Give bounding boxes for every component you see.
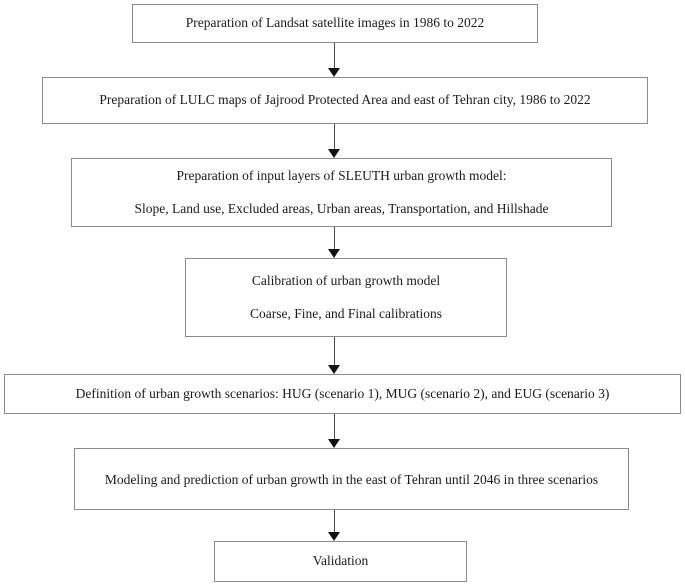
flow-node-landsat-preparation[interactable]: Preparation of Landsat satellite images … — [132, 4, 538, 43]
flow-arrow-5 — [328, 414, 341, 448]
arrow-head-icon — [328, 532, 340, 541]
flow-arrow-2 — [328, 124, 341, 158]
flow-node-text-line-2: Slope, Land use, Excluded areas, Urban a… — [134, 200, 549, 216]
flow-node-validation[interactable]: Validation — [214, 541, 467, 582]
flow-node-text: Validation — [312, 553, 369, 569]
flow-node-model-calibration[interactable]: Calibration of urban growth model Coarse… — [185, 258, 507, 337]
flow-node-text-line-1: Preparation of input layers of SLEUTH ur… — [176, 167, 507, 183]
flow-node-text: Preparation of LULC maps of Jajrood Prot… — [99, 92, 591, 108]
flow-node-text: Preparation of Landsat satellite images … — [185, 15, 485, 31]
arrow-head-icon — [328, 68, 340, 77]
flow-node-text: Definition of urban growth scenarios: HU… — [75, 385, 610, 401]
flow-node-modeling-and-prediction[interactable]: Modeling and prediction of urban growth … — [74, 448, 629, 510]
flow-arrow-4 — [328, 337, 341, 374]
arrow-stem — [334, 43, 335, 68]
arrow-head-icon — [328, 249, 340, 258]
flow-node-text-line-2: Coarse, Fine, and Final calibrations — [250, 305, 442, 321]
flow-node-scenario-definition[interactable]: Definition of urban growth scenarios: HU… — [4, 374, 681, 414]
flow-arrow-1 — [328, 43, 341, 77]
arrow-stem — [334, 227, 335, 249]
flow-arrow-3 — [328, 227, 341, 258]
arrow-head-icon — [328, 365, 340, 374]
arrow-stem — [334, 337, 335, 365]
flow-node-text-line-1: Calibration of urban growth model — [251, 272, 441, 288]
arrow-head-icon — [328, 439, 340, 448]
arrow-stem — [334, 414, 335, 439]
flow-node-text: Modeling and prediction of urban growth … — [104, 471, 599, 487]
arrow-stem — [334, 510, 335, 532]
flow-node-lulc-maps-preparation[interactable]: Preparation of LULC maps of Jajrood Prot… — [42, 77, 648, 124]
arrow-head-icon — [328, 149, 340, 158]
arrow-stem — [334, 124, 335, 149]
flow-arrow-6 — [328, 510, 341, 541]
flow-node-sleuth-input-layers[interactable]: Preparation of input layers of SLEUTH ur… — [71, 158, 612, 227]
